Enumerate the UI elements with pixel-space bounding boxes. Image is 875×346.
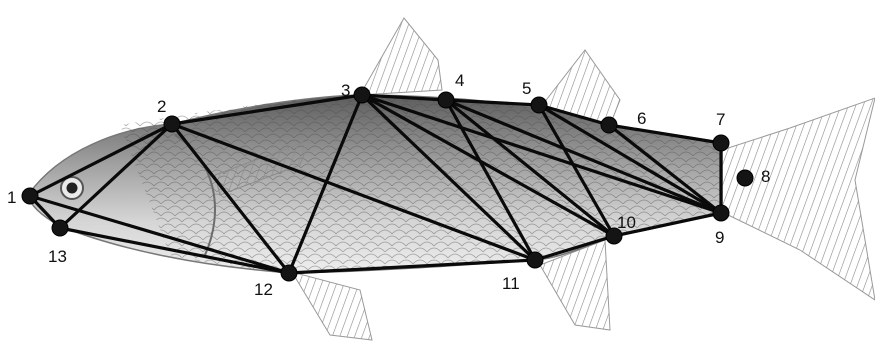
- landmark-point-4: [438, 92, 454, 108]
- landmark-point-5: [531, 97, 547, 113]
- landmark-label-6: 6: [637, 109, 646, 128]
- landmark-point-13: [52, 220, 68, 236]
- landmark-point-1: [22, 188, 38, 204]
- landmark-point-12: [281, 265, 297, 281]
- landmark-point-3: [354, 87, 370, 103]
- landmark-label-7: 7: [716, 110, 725, 129]
- landmark-label-8: 8: [761, 167, 770, 186]
- landmark-point-6: [601, 117, 617, 133]
- landmark-point-7: [713, 135, 729, 151]
- landmark-point-2: [164, 116, 180, 132]
- landmark-point-8: [737, 170, 753, 186]
- landmark-label-1: 1: [7, 188, 16, 207]
- pelvic-fin: [292, 272, 372, 340]
- landmark-point-11: [527, 252, 543, 268]
- landmark-label-2: 2: [157, 97, 166, 116]
- landmark-label-12: 12: [254, 280, 273, 299]
- landmark-point-9: [713, 205, 729, 221]
- landmark-label-5: 5: [522, 79, 531, 98]
- landmark-label-9: 9: [715, 228, 724, 247]
- landmark-label-4: 4: [455, 71, 464, 90]
- first-dorsal-fin: [360, 18, 442, 95]
- landmark-label-3: 3: [341, 81, 350, 100]
- landmark-label-13: 13: [48, 247, 67, 266]
- landmark-label-11: 11: [502, 274, 520, 293]
- caudal-fin: [722, 98, 875, 300]
- landmark-label-10: 10: [617, 213, 636, 232]
